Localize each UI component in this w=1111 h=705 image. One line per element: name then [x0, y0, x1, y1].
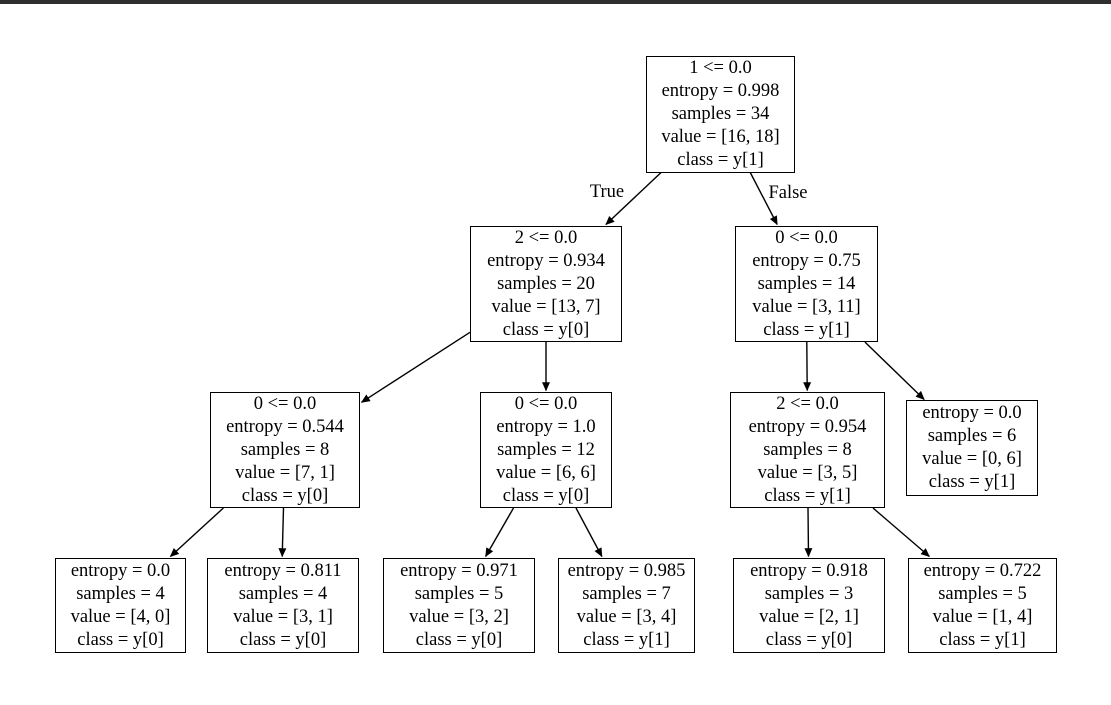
node-samples: samples = 8	[763, 439, 852, 460]
node-value: value = [7, 1]	[235, 462, 335, 483]
edge-rl-r	[872, 507, 930, 558]
node-entropy: entropy = 0.0	[70, 560, 171, 581]
node-samples: samples = 20	[497, 273, 595, 294]
edge-label-false: False	[768, 183, 807, 203]
node-entropy: entropy = 0.722	[923, 560, 1042, 581]
tree-node-left: 2 <= 0.0 entropy = 0.934 samples = 20 va…	[470, 226, 622, 342]
node-condition: 0 <= 0.0	[775, 227, 838, 248]
edge-l-ll	[360, 331, 471, 403]
edge-lr-l	[484, 507, 515, 558]
node-entropy: entropy = 0.544	[226, 416, 344, 437]
node-class: class = y[0]	[241, 485, 329, 506]
node-value: value = [3, 1]	[233, 606, 333, 627]
node-entropy: entropy = 0.934	[487, 250, 605, 271]
node-value: value = [6, 6]	[496, 462, 596, 483]
node-entropy: entropy = 1.0	[496, 416, 596, 437]
tree-node-left-right: 0 <= 0.0 entropy = 1.0 samples = 12 valu…	[480, 392, 612, 508]
node-samples: samples = 34	[671, 104, 770, 124]
tree-node-right-left: 2 <= 0.0 entropy = 0.954 samples = 8 val…	[730, 392, 885, 508]
tree-leaf-1: entropy = 0.0 samples = 4 value = [4, 0]…	[55, 558, 186, 653]
node-samples: samples = 5	[938, 583, 1027, 604]
tree-node-root: 1 <= 0.0 entropy = 0.998 samples = 34 va…	[646, 56, 795, 173]
node-entropy: entropy = 0.998	[661, 81, 780, 101]
node-samples: samples = 6	[927, 426, 1017, 446]
top-border-bar	[0, 0, 1111, 4]
node-value: value = [1, 4]	[932, 606, 1033, 627]
node-samples: samples = 4	[238, 583, 328, 604]
tree-leaf-5: entropy = 0.918 samples = 3 value = [2, …	[733, 558, 885, 653]
edge-r-rr	[864, 341, 925, 401]
tree-leaf-4: entropy = 0.985 samples = 7 value = [3, …	[558, 558, 695, 653]
node-value: value = [0, 6]	[922, 449, 1022, 469]
node-entropy: entropy = 0.971	[400, 560, 518, 581]
node-class: class = y[1]	[763, 319, 850, 340]
node-entropy: entropy = 0.954	[748, 416, 867, 437]
tree-node-right-right-leaf: entropy = 0.0 samples = 6 value = [0, 6]…	[906, 400, 1038, 496]
edge-ll-r	[278, 507, 287, 558]
node-condition: 1 <= 0.0	[689, 58, 752, 78]
node-entropy: entropy = 0.0	[922, 403, 1022, 423]
edge-label-true: True	[590, 182, 624, 202]
node-samples: samples = 3	[764, 583, 854, 604]
node-class: class = y[0]	[415, 629, 503, 650]
node-condition: 2 <= 0.0	[514, 227, 578, 248]
edge-root-right	[749, 171, 778, 226]
node-samples: samples = 12	[497, 439, 595, 460]
node-value: value = [2, 1]	[759, 606, 859, 627]
tree-leaf-6: entropy = 0.722 samples = 5 value = [1, …	[908, 558, 1057, 653]
node-class: class = y[1]	[764, 485, 851, 506]
tree-node-right: 0 <= 0.0 entropy = 0.75 samples = 14 val…	[735, 226, 878, 342]
edge-lr-r	[575, 507, 603, 558]
tree-leaf-2: entropy = 0.811 samples = 4 value = [3, …	[207, 558, 359, 653]
node-class: class = y[0]	[502, 485, 590, 506]
node-value: value = [3, 2]	[409, 606, 509, 627]
node-class: class = y[0]	[502, 319, 590, 340]
node-value: value = [3, 4]	[576, 606, 677, 627]
edge-root-left	[605, 171, 663, 226]
node-condition: 0 <= 0.0	[514, 393, 578, 414]
node-entropy: entropy = 0.985	[567, 560, 686, 581]
node-class: class = y[0]	[239, 629, 327, 650]
node-value: value = [13, 7]	[491, 296, 601, 317]
node-class: class = y[1]	[677, 150, 764, 170]
tree-leaf-3: entropy = 0.971 samples = 5 value = [3, …	[383, 558, 535, 653]
edge-ll-l	[169, 507, 224, 558]
node-class: class = y[1]	[928, 472, 1016, 492]
node-samples: samples = 8	[240, 439, 330, 460]
node-samples: samples = 7	[582, 583, 671, 604]
node-condition: 2 <= 0.0	[776, 393, 839, 414]
node-entropy: entropy = 0.75	[752, 250, 861, 271]
node-value: value = [3, 5]	[757, 462, 858, 483]
node-class: class = y[0]	[765, 629, 853, 650]
node-condition: 0 <= 0.0	[253, 393, 317, 414]
node-entropy: entropy = 0.811	[224, 560, 342, 581]
node-samples: samples = 14	[757, 273, 856, 294]
node-class: class = y[0]	[77, 629, 164, 650]
edge-rl-l	[804, 507, 813, 558]
node-samples: samples = 4	[76, 583, 165, 604]
node-value: value = [16, 18]	[661, 127, 780, 147]
node-class: class = y[1]	[583, 629, 670, 650]
node-entropy: entropy = 0.918	[750, 560, 868, 581]
node-samples: samples = 5	[414, 583, 504, 604]
tree-node-left-left: 0 <= 0.0 entropy = 0.544 samples = 8 val…	[210, 392, 360, 508]
node-class: class = y[1]	[939, 629, 1026, 650]
node-value: value = [3, 11]	[752, 296, 861, 317]
node-value: value = [4, 0]	[70, 606, 171, 627]
